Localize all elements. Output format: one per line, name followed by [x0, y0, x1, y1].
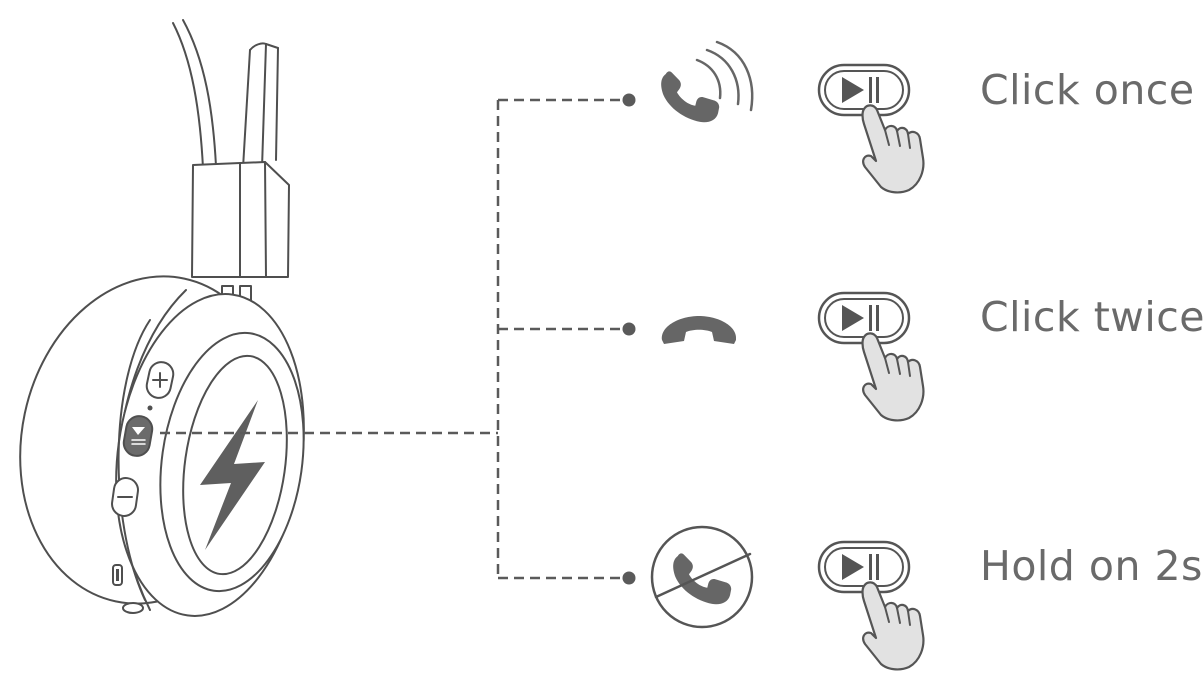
action-label-hold: Hold on 2s	[980, 542, 1203, 590]
connector-dots	[622, 93, 636, 585]
connector-lines	[160, 98, 628, 580]
lightning-bolt-icon	[200, 400, 265, 550]
play-pause-button-click-once	[817, 63, 925, 194]
play-pause-button-click-twice	[817, 291, 925, 422]
action-label-click-twice: Click twice	[980, 293, 1203, 341]
action-label-click-once: Click once	[980, 66, 1195, 114]
hang-up-icon	[661, 316, 737, 344]
play-pause-button-hold	[817, 540, 925, 671]
headphone-illustration	[19, 19, 305, 617]
incoming-call-icon	[656, 40, 754, 134]
reject-call-icon	[650, 525, 754, 629]
